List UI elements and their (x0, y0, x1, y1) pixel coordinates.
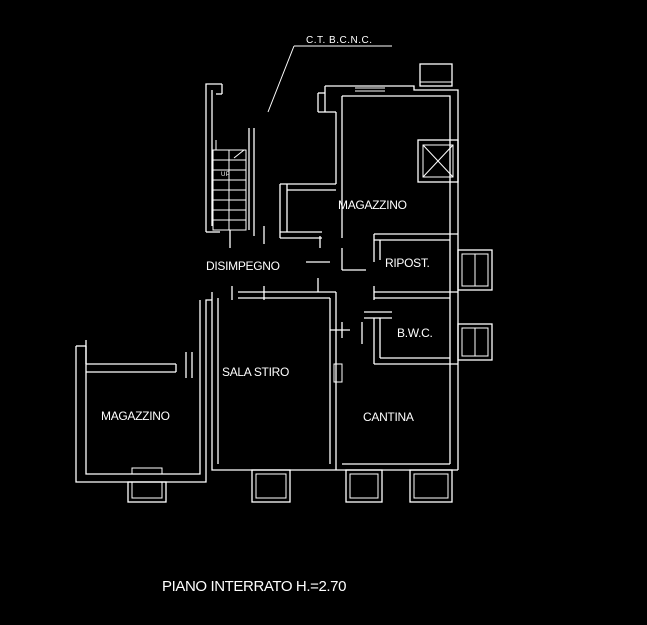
right-windows (457, 249, 493, 361)
stair-up-label: UP (221, 172, 230, 178)
room-label-cantina: CANTINA (363, 410, 414, 424)
room-label-ripost: RIPOST. (385, 256, 430, 270)
plan-caption: PIANO INTERRATO H.=2.70 (162, 578, 346, 595)
room-label-bwc: B.W.C. (397, 326, 433, 340)
left-magazzino-walls (75, 299, 212, 483)
room-label-sala-stiro: SALA STIRO (222, 365, 289, 379)
sala-stiro-walls (211, 291, 350, 471)
room-label-disimpegno: DISIMPEGNO (206, 259, 280, 273)
stair-core-walls (205, 83, 255, 236)
header-leader-line (267, 45, 295, 113)
bottom-windows (127, 467, 453, 503)
staircase (212, 140, 247, 231)
cantina-walls (336, 463, 458, 471)
corridor-walls (229, 92, 336, 300)
room-label-magazzino-top: MAGAZZINO (338, 198, 407, 212)
header-label: C.T. B.C.N.C. (306, 35, 373, 46)
room-label-magazzino-left: MAGAZZINO (101, 409, 170, 423)
right-block-walls (318, 63, 459, 470)
service-room-walls (341, 233, 458, 365)
